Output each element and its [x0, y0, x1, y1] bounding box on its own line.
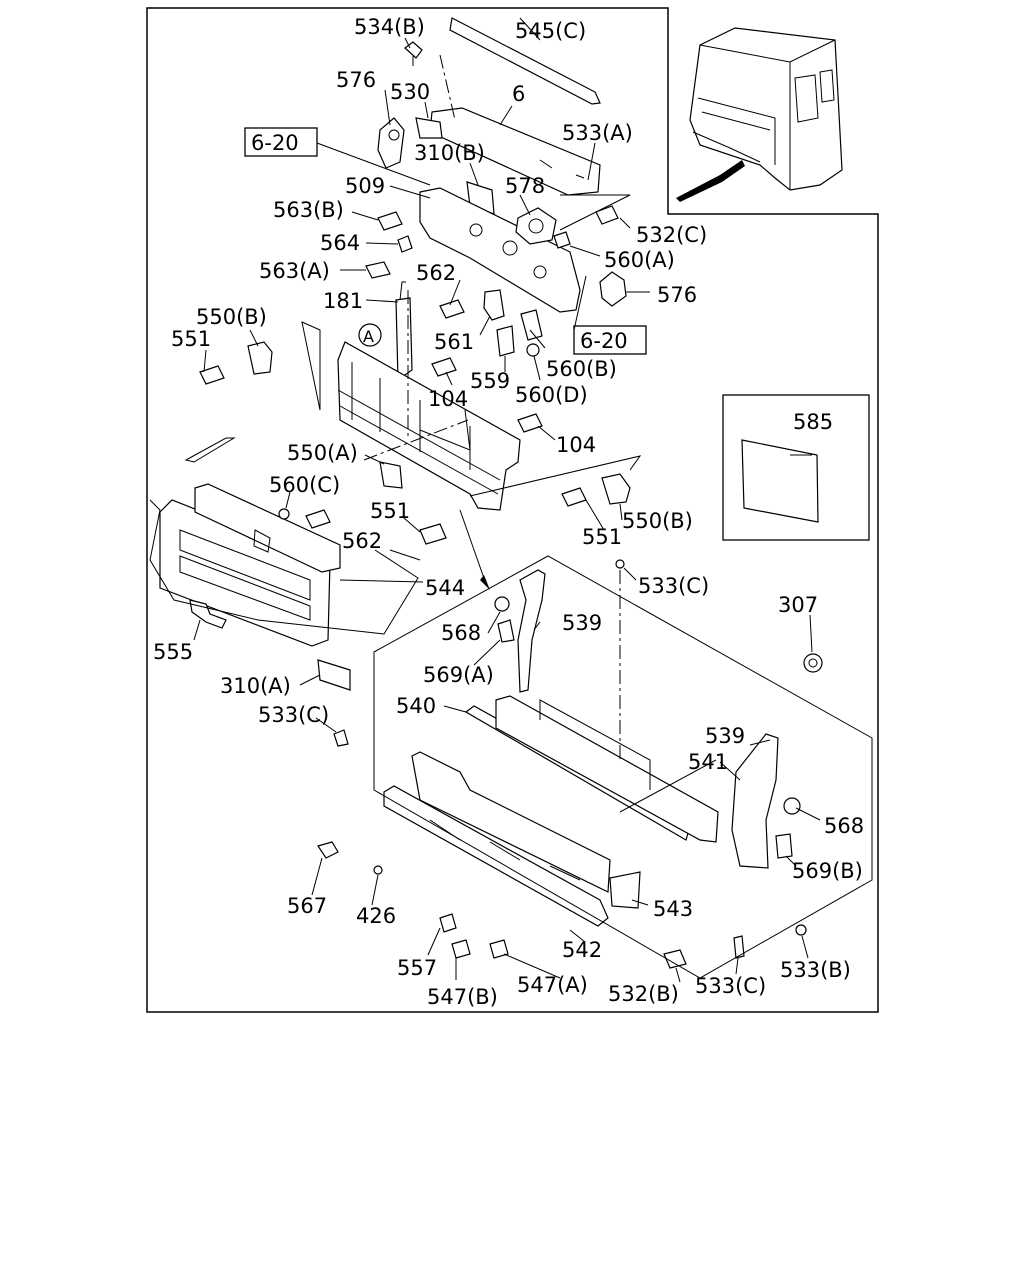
label-547a: 547(A) [517, 973, 588, 997]
grille-drawing [159, 437, 341, 647]
label-560a: 560(A) [604, 248, 675, 272]
callout-circle-a-text: A [363, 327, 374, 346]
label-539-left: 539 [562, 611, 602, 635]
label-563a: 563(A) [259, 259, 330, 283]
label-542: 542 [562, 938, 602, 962]
label-569b: 569(B) [792, 859, 863, 883]
ref-box-6-20-right-text: 6-20 [580, 329, 628, 353]
label-541: 541 [688, 750, 728, 774]
label-543: 543 [653, 897, 693, 921]
label-310b: 310(B) [414, 141, 485, 165]
label-551-left: 551 [171, 327, 211, 351]
ref-box-6-20-top[interactable] [244, 127, 318, 157]
label-426: 426 [356, 904, 396, 928]
label-550b-left: 550(B) [196, 305, 267, 329]
label-555: 555 [153, 640, 193, 664]
label-569a: 569(A) [423, 663, 494, 687]
part-585-pad [741, 439, 819, 523]
leader-and-group-lines [149, 54, 873, 979]
label-563b: 563(B) [273, 198, 344, 222]
label-544: 544 [425, 576, 465, 600]
label-547b: 547(B) [427, 985, 498, 1009]
callout-circle-a [358, 323, 382, 347]
label-532c: 532(C) [636, 223, 707, 247]
label-550b-right: 550(B) [622, 509, 693, 533]
diagram-frame [146, 7, 879, 1013]
label-560b: 560(B) [546, 357, 617, 381]
label-561: 561 [434, 330, 474, 354]
label-564: 564 [320, 231, 360, 255]
label-562-upper: 562 [416, 261, 456, 285]
truck-cab-inset [676, 27, 843, 202]
lower-panel-drawing [317, 559, 823, 969]
label-551-right: 551 [582, 525, 622, 549]
label-104-right: 104 [556, 433, 596, 457]
label-585: 585 [793, 410, 833, 434]
label-559: 559 [470, 369, 510, 393]
label-310a: 310(A) [220, 674, 291, 698]
label-533c-top: 533(C) [638, 574, 709, 598]
label-6: 6 [512, 82, 525, 106]
label-534b: 534(B) [354, 15, 425, 39]
label-539-right: 539 [705, 724, 745, 748]
label-545c: 545(C) [515, 19, 586, 43]
label-576-right: 576 [657, 283, 697, 307]
leader-lines [193, 17, 821, 983]
front-frame-drawing [337, 341, 521, 545]
label-540: 540 [396, 694, 436, 718]
label-532b: 532(B) [608, 982, 679, 1006]
label-557: 557 [397, 956, 437, 980]
label-509: 509 [345, 174, 385, 198]
label-533c-bottom: 533(C) [695, 974, 766, 998]
ref-box-6-20-top-text: 6-20 [251, 131, 299, 155]
upper-assembly-drawing [199, 17, 631, 507]
label-530: 530 [390, 80, 430, 104]
label-551-mid: 551 [370, 499, 410, 523]
label-560c: 560(C) [269, 473, 340, 497]
label-562-lower: 562 [342, 529, 382, 553]
label-533a: 533(A) [562, 121, 633, 145]
label-550a: 550(A) [287, 441, 358, 465]
label-533b: 533(B) [780, 958, 851, 982]
part-585-box [722, 394, 870, 541]
label-307: 307 [778, 593, 818, 617]
label-567: 567 [287, 894, 327, 918]
label-578: 578 [505, 174, 545, 198]
label-533c-left: 533(C) [258, 703, 329, 727]
label-104-left: 104 [428, 387, 468, 411]
label-568-right: 568 [824, 814, 864, 838]
label-181: 181 [323, 289, 363, 313]
label-568-left: 568 [441, 621, 481, 645]
label-576-upper: 576 [336, 68, 376, 92]
label-560d: 560(D) [515, 383, 588, 407]
ref-box-6-20-right[interactable] [573, 325, 647, 355]
